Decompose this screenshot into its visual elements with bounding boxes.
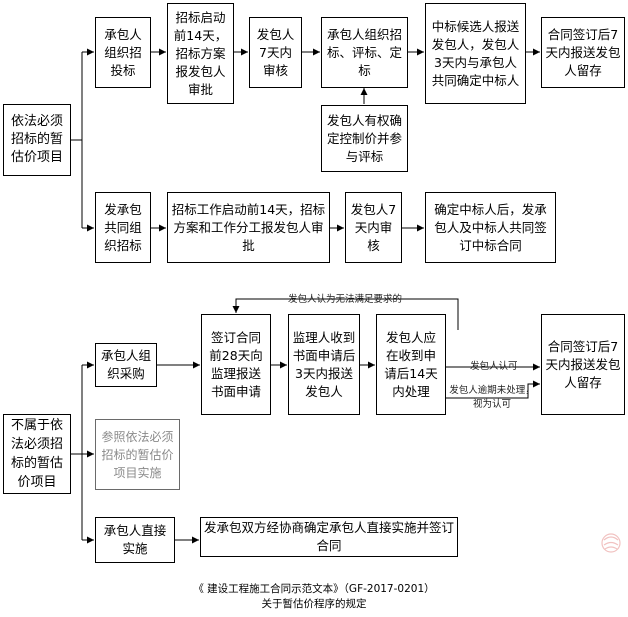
watermark-logo-icon [601, 533, 621, 553]
winning-candidate-box: 中标候选人报送发包人，发包人3天内与承包人共同确定中标人 [425, 3, 526, 104]
negotiated-direct-contract-box: 发承包双方经协商确定承包人直接实施并签订合同 [200, 517, 458, 557]
supervisor-forward-box: 监理人收到书面申请后3天内报送发包人 [288, 314, 360, 415]
timeout-label: 发包人逾期未处理，视为认可 [449, 385, 535, 410]
tender-plan-approval-box: 招标启动前14天，招标方案报发包人审批 [167, 3, 234, 104]
figure-caption-line1: 《 建设工程施工合同示范文本》（GF-2017-0201） [193, 583, 435, 595]
joint-contract-signing-box: 确定中标人后，发承包人及中标人共同签订中标合同 [425, 192, 556, 263]
employer-control-price-box: 发包人有权确定控制价并参与评标 [321, 105, 408, 172]
employer-7day-review-box: 发包人7天内审核 [249, 17, 302, 88]
written-application-box: 签订合同前28天向监理报送书面申请 [201, 314, 271, 415]
contract-filing-box-2: 合同签订后7天内报送发包人留存 [541, 314, 625, 415]
contract-filing-box: 合同签订后7天内报送发包人留存 [541, 17, 625, 88]
contractor-organize-tender-box: 承包人组织招投标 [95, 17, 151, 88]
loop-label: 发包人认为无法满足要求的 [288, 294, 403, 305]
joint-tender-box: 发承包共同组织招标 [95, 192, 151, 263]
contractor-bid-evaluation-box: 承包人组织招标、评标、定标 [321, 17, 408, 88]
employer-14day-processing-box: 发包人应在收到申请后14天内处理 [376, 314, 446, 415]
figure-caption-line2: 关于暂估价程序的规定 [261, 598, 367, 610]
mandatory-tender-project-box: 依法必须招标的暂估价项目 [3, 104, 71, 176]
refer-mandatory-procedure-box: 参照依法必须招标的暂估价项目实施 [95, 419, 180, 490]
loop-arrow [232, 298, 459, 330]
employer-7day-review-box-2: 发包人7天内审核 [345, 192, 402, 263]
contractor-direct-implementation-box: 承包人直接实施 [95, 517, 175, 563]
non-mandatory-project-box: 不属于依法必须招标的暂估价项目 [3, 414, 71, 494]
arrow [446, 380, 540, 399]
contractor-procurement-box: 承包人组织采购 [95, 343, 157, 387]
approve-label: 发包人认可 [470, 361, 518, 372]
joint-plan-approval-box: 招标工作启动前14天，招标方案和工作分工报发包人审批 [167, 192, 330, 263]
